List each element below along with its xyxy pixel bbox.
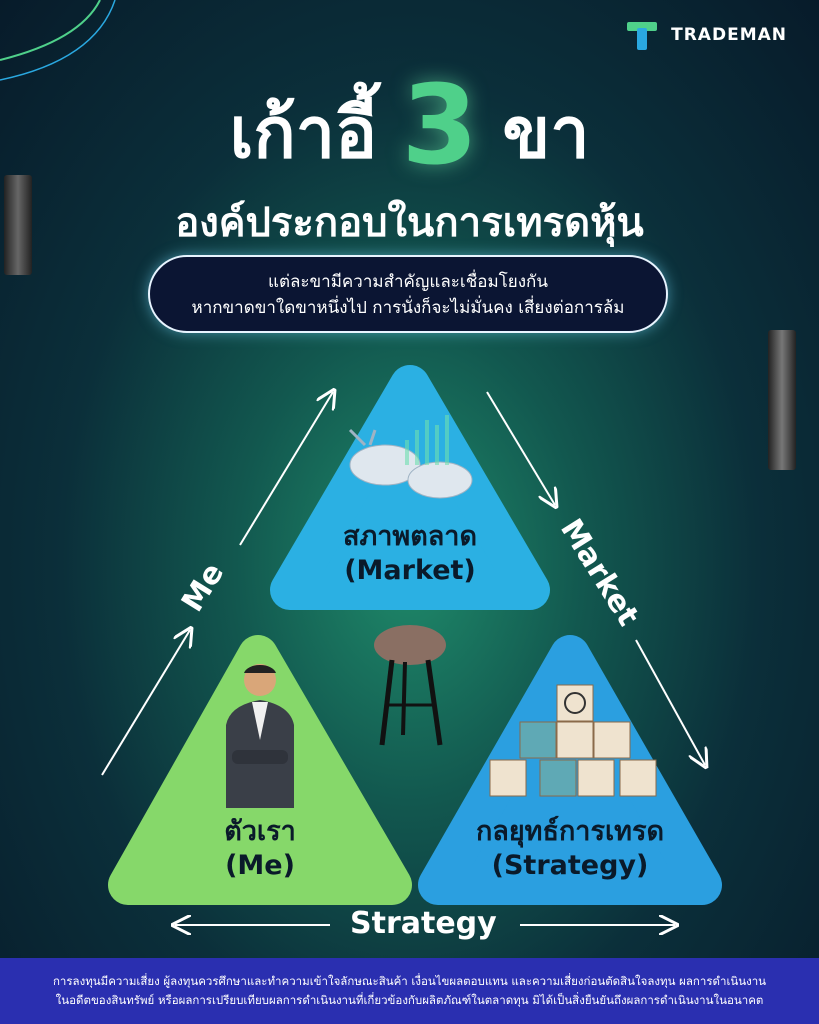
triangle-diagram: [101, 365, 722, 958]
intro-box: แต่ละขามีความสำคัญและเชื่อมโยงกัน หากขาด…: [148, 255, 668, 333]
disclaimer-line: ในอดีตของสินทรัพย์ หรือผลการเปรียบเทียบผ…: [55, 993, 764, 1007]
title-part2: ขา: [502, 92, 590, 174]
stool-image: [374, 625, 446, 746]
candlestick-icon: [768, 330, 796, 470]
decorative-lines: [0, 0, 116, 81]
arrow-me: [101, 630, 190, 776]
arrow-me: [239, 392, 333, 546]
strategy-label: กลยุทธ์การเทรด (Strategy): [440, 815, 700, 883]
bull-bear-icon: [348, 428, 473, 499]
brand-logo: TRADEMAN: [627, 20, 787, 50]
disclaimer-footer: การลงทุนมีความเสี่ยง ผู้ลงทุนควรศึกษาและ…: [0, 958, 819, 1024]
disclaimer-line: การลงทุนมีความเสี่ยง ผู้ลงทุนควรศึกษาและ…: [52, 974, 767, 988]
page-title: เก้าอี้ 3 ขา: [0, 70, 819, 180]
chart-bars-icon: [405, 415, 449, 465]
arrow-market: [486, 391, 555, 505]
strategy-subtitle: (Strategy): [491, 850, 649, 881]
intro-line: หากขาดขาใดขาหนึ่งไป การนั่งก็จะไม่มั่นคง…: [191, 298, 625, 318]
title-part1: เก้าอี้: [229, 92, 378, 174]
market-label: สภาพตลาด (Market): [300, 520, 520, 588]
market-triangle: [270, 365, 550, 610]
market-title: สภาพตลาด: [342, 521, 477, 552]
logo-icon: [627, 20, 663, 50]
arrow-label-strategy: Strategy: [350, 906, 497, 941]
arrow-market: [635, 639, 705, 765]
strategy-title: กลยุทธ์การเทรด: [475, 816, 665, 847]
candlestick-icon: [4, 175, 32, 275]
intro-line: แต่ละขามีความสำคัญและเชื่อมโยงกัน: [268, 272, 548, 292]
strategy-blocks-image: [489, 684, 657, 797]
me-title: ตัวเรา: [224, 816, 296, 847]
me-subtitle: (Me): [225, 850, 295, 881]
market-subtitle: (Market): [344, 555, 476, 586]
title-number: 3: [401, 61, 479, 189]
person-image: [226, 664, 294, 808]
page-subtitle: องค์ประกอบในการเทรดหุ้น: [175, 200, 644, 246]
me-label: ตัวเรา (Me): [150, 815, 370, 883]
brand-name: TRADEMAN: [671, 25, 787, 45]
